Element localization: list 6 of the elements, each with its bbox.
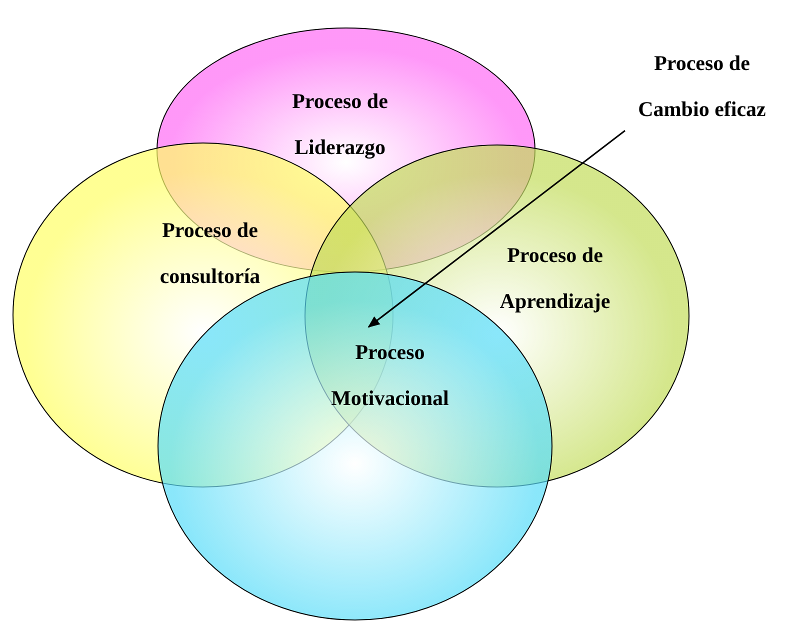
node-label: Proceso de Aprendizaje [498, 242, 612, 315]
node-label: Proceso de Cambio eficaz [637, 50, 767, 123]
node-label: Proceso de Liderazgo [291, 88, 389, 161]
node-label: Proceso de consultoría [158, 217, 262, 290]
arrow [368, 130, 626, 328]
node-label: Proceso Motivacional [330, 339, 450, 412]
